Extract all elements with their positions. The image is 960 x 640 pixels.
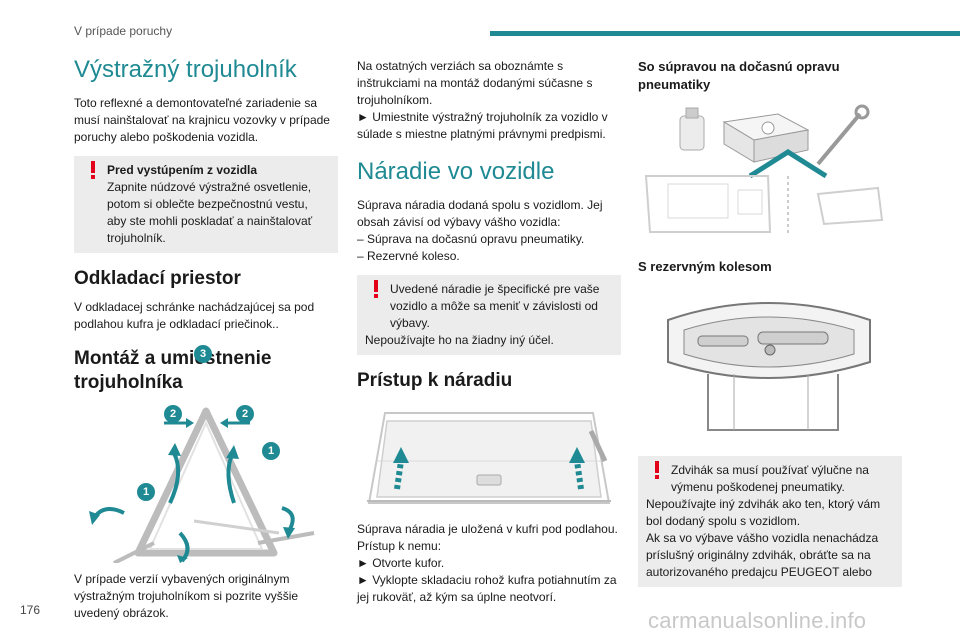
- repair-kit-illustration: [638, 104, 902, 244]
- tools-heading: Náradie vo vozidle: [357, 158, 555, 185]
- storage-heading: Odkladací priestor: [74, 268, 241, 289]
- place-triangle-step: ► Umiestnite výstražný trojuholník za vo…: [357, 110, 608, 141]
- warning-text-3: Ak sa vo výbave vášho vozidla nenachádza…: [646, 531, 879, 579]
- warning-box-jack: Zdvihák sa musí používať výlučne na výme…: [638, 456, 902, 587]
- storage-text: V odkladacej schránke nachádzajúcej sa p…: [74, 300, 315, 331]
- warning-exclamation-icon: [91, 161, 95, 179]
- warning-exclamation-icon: [374, 280, 378, 298]
- page-number: 176: [20, 603, 41, 617]
- callout-badge: 3: [194, 345, 212, 363]
- access-step: ► Otvorte kufor.: [357, 556, 445, 570]
- access-text: Súprava náradia je uložená v kufri pod p…: [357, 522, 618, 536]
- warning-text: Zapnite núdzové výstražné osvetlenie, po…: [107, 180, 313, 245]
- warning-exclamation-icon: [655, 461, 659, 479]
- callout-badge: 2: [164, 405, 182, 423]
- trunk-floor-illustration: [357, 401, 621, 511]
- repair-kit-heading: So súpravou na dočasnú opravu pneumatiky: [638, 59, 840, 92]
- spare-wheel-heading: S rezervným kolesom: [638, 259, 772, 274]
- column-1: Výstražný trojuholník Toto reflexné a de…: [74, 52, 338, 622]
- warning-title: Pred vystúpením z vozidla: [107, 163, 258, 177]
- warning-text: Zdvihák sa musí používať výlučne na výme…: [671, 463, 869, 494]
- callout-badge: 1: [262, 442, 280, 460]
- section-title: V prípade poruchy: [74, 24, 173, 38]
- watermark: carmanualsonline.info: [648, 608, 867, 633]
- callout-badge: 2: [236, 405, 254, 423]
- triangle-assembly-illustration: [74, 403, 338, 563]
- tools-text: Súprava náradia dodaná spolu s vozidlom.…: [357, 198, 603, 229]
- assembly-note: V prípade verzií vybavených originálnym …: [74, 572, 299, 620]
- tools-item: – Rezervné koleso.: [357, 249, 460, 263]
- assembly-heading: Montáž a umiestnenie trojuholníka: [74, 348, 272, 393]
- warning-text-2: Nepoužívajte ho na žiadny iný účel.: [365, 333, 554, 347]
- spare-wheel-illustration: [638, 290, 902, 440]
- warning-text-2: Nepoužívajte iný zdvihák ako ten, ktorý …: [646, 497, 881, 528]
- column-2: Na ostatných verziách sa oboznámte s inš…: [357, 58, 621, 606]
- warning-box-before-exit: Pred vystúpením z vozidla Zapnite núdzov…: [74, 156, 338, 253]
- warning-triangle-intro: Toto reflexné a demontovateľné zariadeni…: [74, 96, 330, 144]
- warning-box-tools: Uvedené náradie je špecifické pre vaše v…: [357, 275, 621, 355]
- warning-triangle-heading: Výstražný trojuholník: [74, 56, 297, 83]
- column-3: So súpravou na dočasnú opravu pneumatiky…: [638, 58, 902, 601]
- other-versions-text: Na ostatných verziách sa oboznámte s inš…: [357, 59, 593, 107]
- header-accent-bar: [490, 31, 960, 36]
- access-label: Prístup k nemu:: [357, 539, 442, 553]
- warning-text: Uvedené náradie je špecifické pre vaše v…: [390, 282, 600, 330]
- access-step: ► Vyklopte skladaciu rohož kufra potiahn…: [357, 573, 617, 604]
- access-heading: Prístup k náradiu: [357, 370, 513, 391]
- callout-badge: 1: [137, 483, 155, 501]
- tools-item: – Súprava na dočasnú opravu pneumatiky.: [357, 232, 585, 246]
